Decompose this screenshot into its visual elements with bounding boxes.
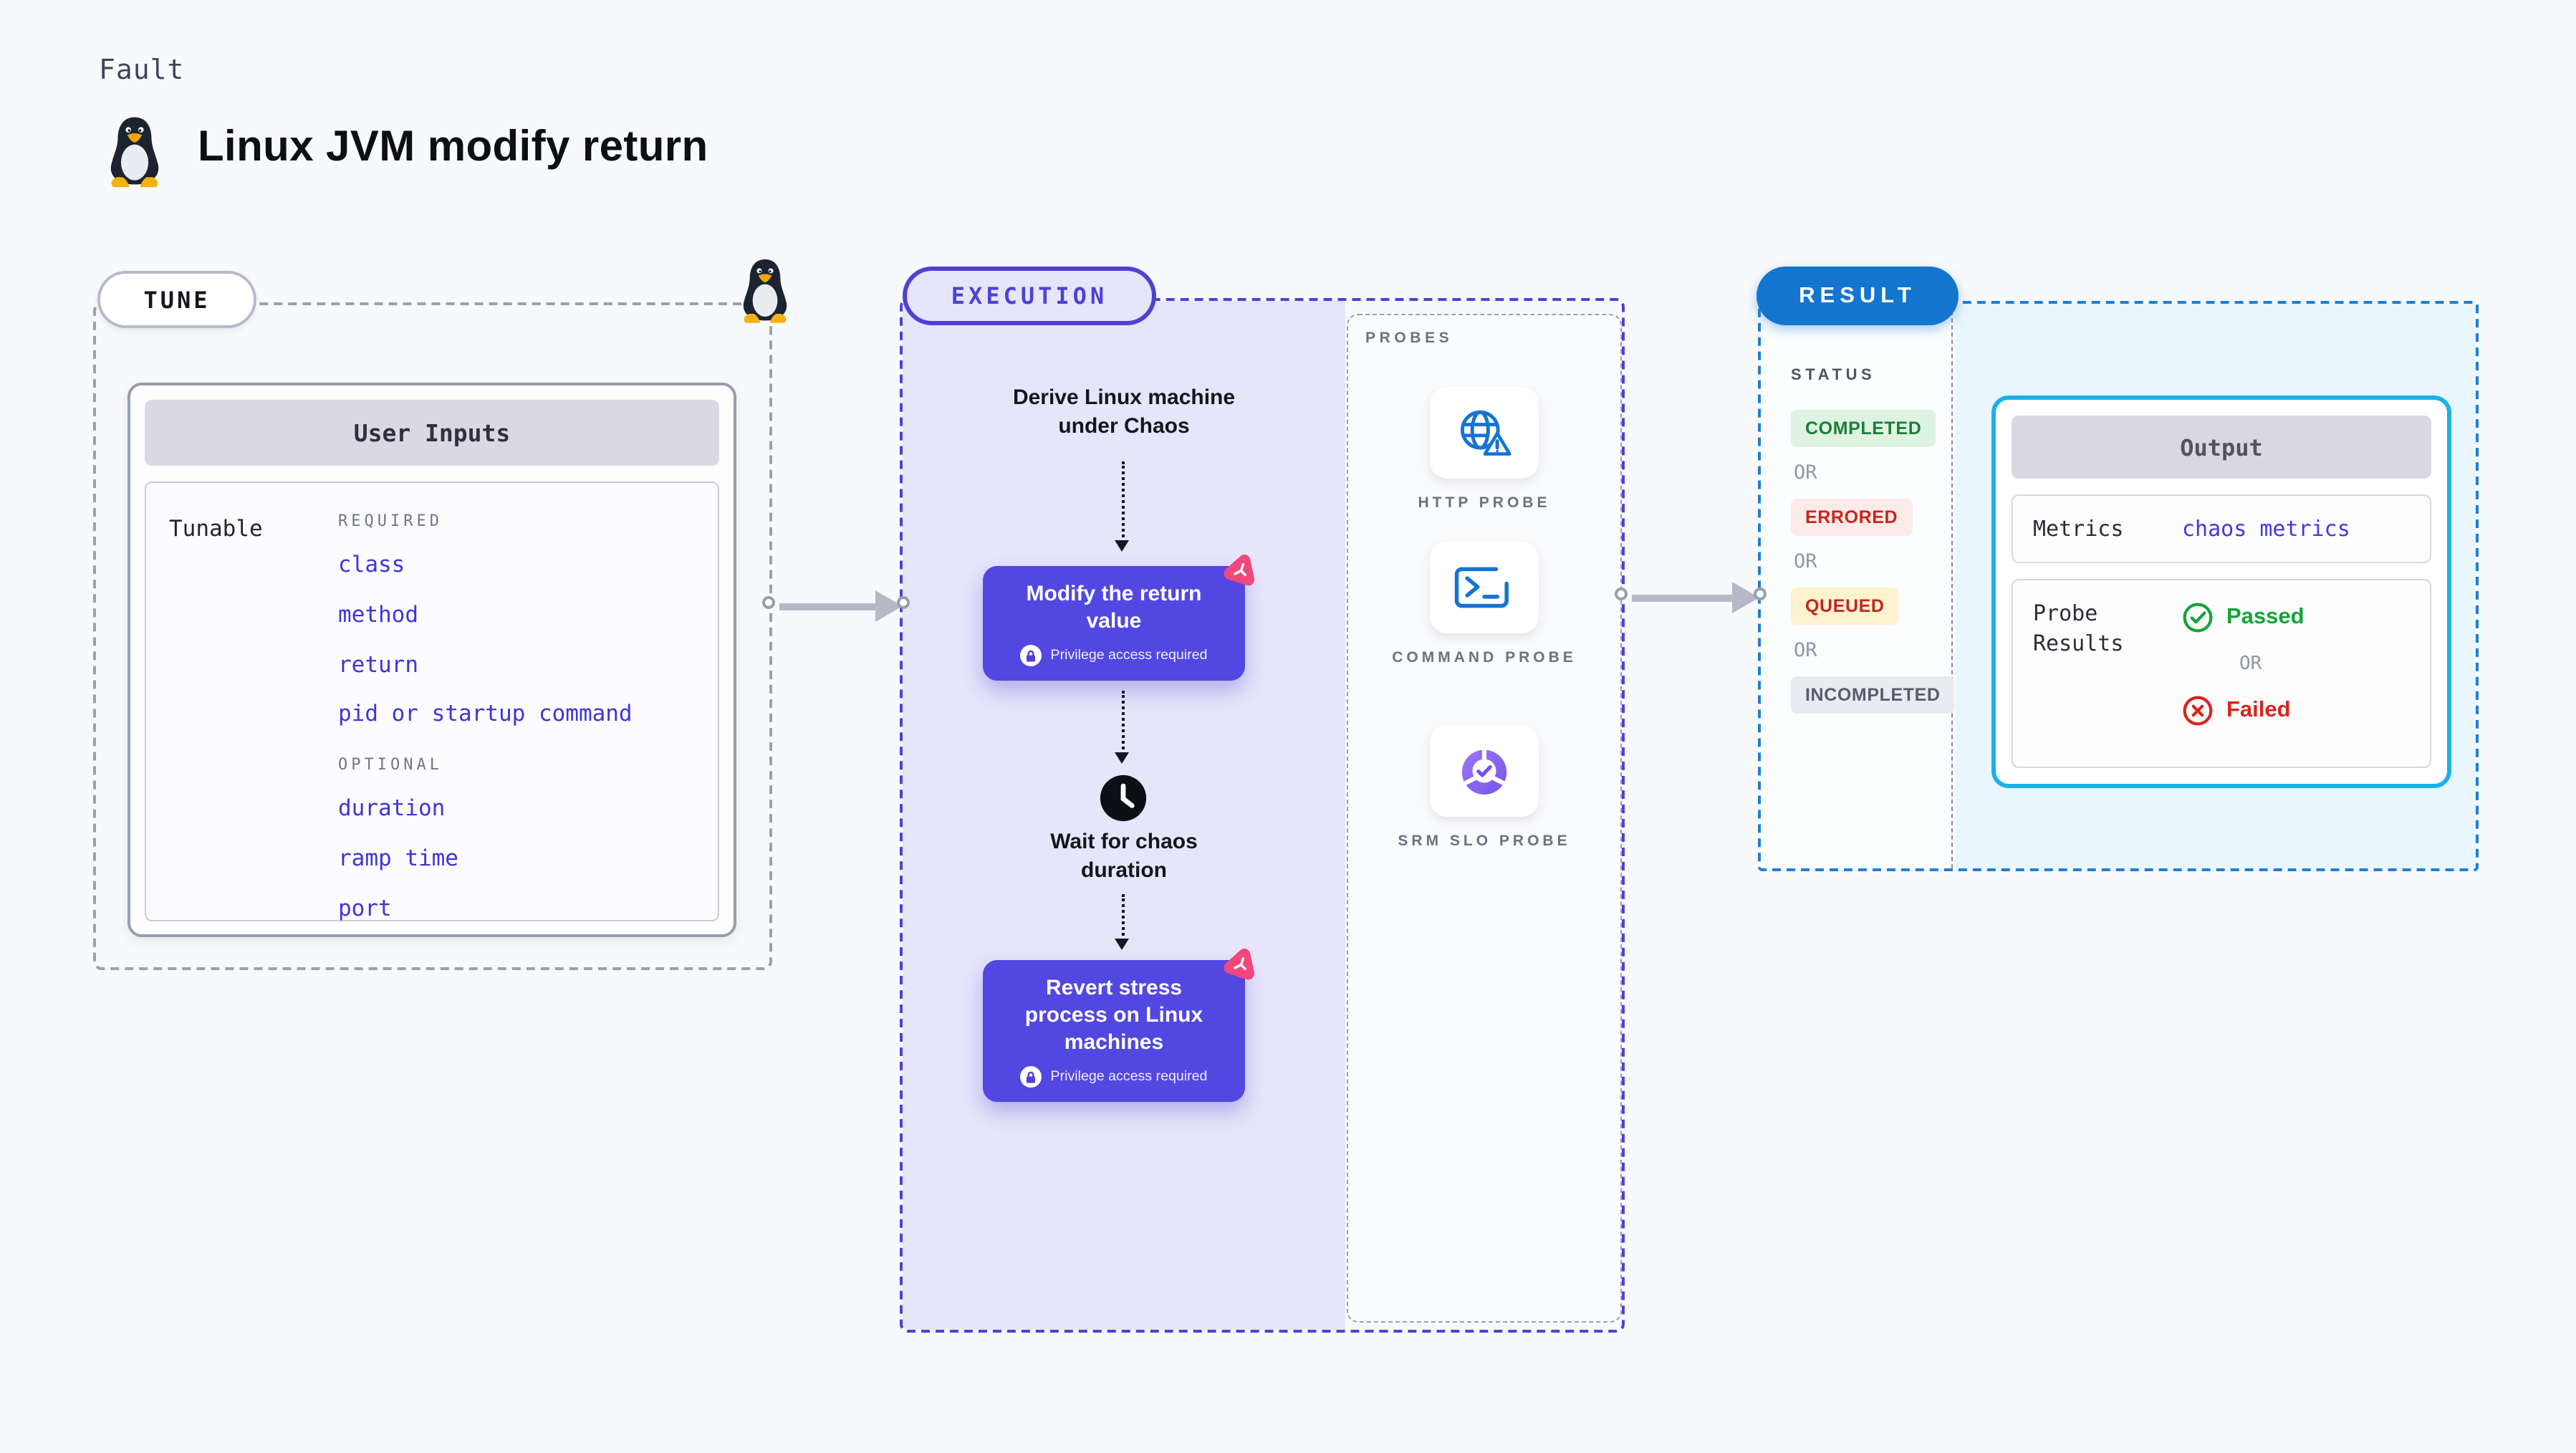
tunable-row-label: Tunable — [169, 516, 263, 542]
input-port: port — [338, 895, 392, 921]
privilege-badge: Privilege access required — [1020, 1066, 1208, 1088]
input-return: return — [338, 651, 418, 678]
probe-result-failed: Failed — [2182, 696, 2305, 727]
passed-label: Passed — [2226, 605, 2305, 630]
wait-step: Wait for chaos duration — [1050, 830, 1198, 883]
status-badge-errored: ERRORED — [1791, 499, 1913, 536]
privilege-badge-text: Privilege access required — [1050, 1069, 1208, 1085]
lock-icon — [1020, 1066, 1042, 1088]
privilege-badge: Privilege access required — [1020, 645, 1208, 667]
modify-step-card: Modify the return value Privilege access… — [983, 550, 1261, 681]
lock-icon — [1020, 645, 1042, 667]
or-separator: OR — [1794, 461, 1817, 484]
input-ramp-time: ramp time — [338, 845, 458, 872]
user-inputs-card: User Inputs Tunable REQUIRED class metho… — [128, 383, 736, 937]
x-circle-icon — [2183, 696, 2213, 726]
check-circle-icon — [2183, 603, 2213, 633]
result-section-label: RESULT — [1756, 267, 1959, 325]
execution-section: Derive Linux machine under Chaos Modify … — [900, 298, 1625, 1333]
user-inputs-title: User Inputs — [145, 400, 719, 466]
probe-label: HTTP PROBE — [1418, 494, 1551, 512]
or-separator: OR — [1794, 550, 1817, 573]
probes-label: PROBES — [1365, 330, 1453, 347]
failed-label: Failed — [2226, 698, 2291, 723]
metrics-label: Metrics — [2033, 516, 2124, 542]
revert-step-title: Revert stress process on Linux machines — [1024, 976, 1203, 1055]
probe-label: SRM SLO PROBE — [1398, 833, 1571, 850]
chaos-atom-icon — [1222, 550, 1261, 589]
tune-section — [93, 302, 772, 970]
arrow-down-icon — [1115, 894, 1130, 950]
input-pid-or-startup-command: pid or startup command — [338, 701, 633, 727]
probe-http: HTTP PROBE — [1348, 387, 1620, 515]
status-badge-completed: COMPLETED — [1791, 410, 1936, 447]
required-label: REQUIRED — [338, 512, 443, 530]
input-duration: duration — [338, 795, 446, 822]
modify-step-title: Modify the return value — [1026, 582, 1202, 634]
linux-tux-icon — [110, 117, 159, 188]
or-separator: OR — [2239, 653, 2262, 676]
input-method: method — [338, 601, 418, 628]
derive-step: Derive Linux machine under Chaos — [1012, 385, 1236, 439]
execution-section-label: EXECUTION — [903, 267, 1156, 325]
optional-label: OPTIONAL — [338, 755, 443, 775]
arrow-down-icon — [1115, 691, 1130, 764]
linux-tux-icon — [743, 259, 787, 323]
fault-label: Fault — [99, 54, 185, 86]
input-class: class — [338, 552, 405, 577]
chaos-atom-icon — [1222, 944, 1261, 983]
privilege-badge-text: Privilege access required — [1050, 648, 1208, 664]
probes-panel: PROBES HTTP PROBE — [1347, 314, 1622, 1323]
status-column: STATUS COMPLETED OR ERRORED OR QUEUED OR… — [1761, 304, 1955, 868]
page-title: Linux JVM modify return — [198, 123, 708, 171]
tune-section-label: TUNE — [97, 271, 256, 328]
slo-pie-icon — [1430, 725, 1539, 817]
probe-srm-slo: SRM SLO PROBE — [1348, 725, 1620, 853]
status-badge-queued: QUEUED — [1791, 588, 1899, 625]
revert-step-card: Revert stress process on Linux machines … — [983, 944, 1261, 1103]
status-badge-incompleted: INCOMPLETED — [1791, 676, 1955, 714]
status-label: STATUS — [1791, 367, 1876, 384]
probe-results-row: Probe Results Passed OR — [2012, 579, 2431, 769]
clock-icon — [1100, 775, 1147, 822]
probe-label: COMMAND PROBE — [1392, 649, 1577, 666]
user-inputs-table: Tunable REQUIRED class method return pid… — [145, 481, 719, 921]
output-title: Output — [2012, 416, 2431, 479]
output-card: Output Metrics chaos metrics Probe Resul… — [1991, 395, 2451, 789]
metrics-row: Metrics chaos metrics — [2012, 494, 2431, 564]
probe-results-label: Probe Results — [2033, 600, 2124, 656]
metrics-value: chaos metrics — [2182, 516, 2350, 542]
result-section: STATUS COMPLETED OR ERRORED OR QUEUED OR… — [1758, 301, 2479, 871]
probe-result-passed: Passed — [2182, 603, 2305, 634]
terminal-icon — [1430, 542, 1539, 633]
probe-command: COMMAND PROBE — [1348, 542, 1620, 670]
or-separator: OR — [1794, 639, 1817, 662]
globe-alert-icon — [1430, 387, 1539, 479]
arrow-down-icon — [1115, 461, 1130, 552]
